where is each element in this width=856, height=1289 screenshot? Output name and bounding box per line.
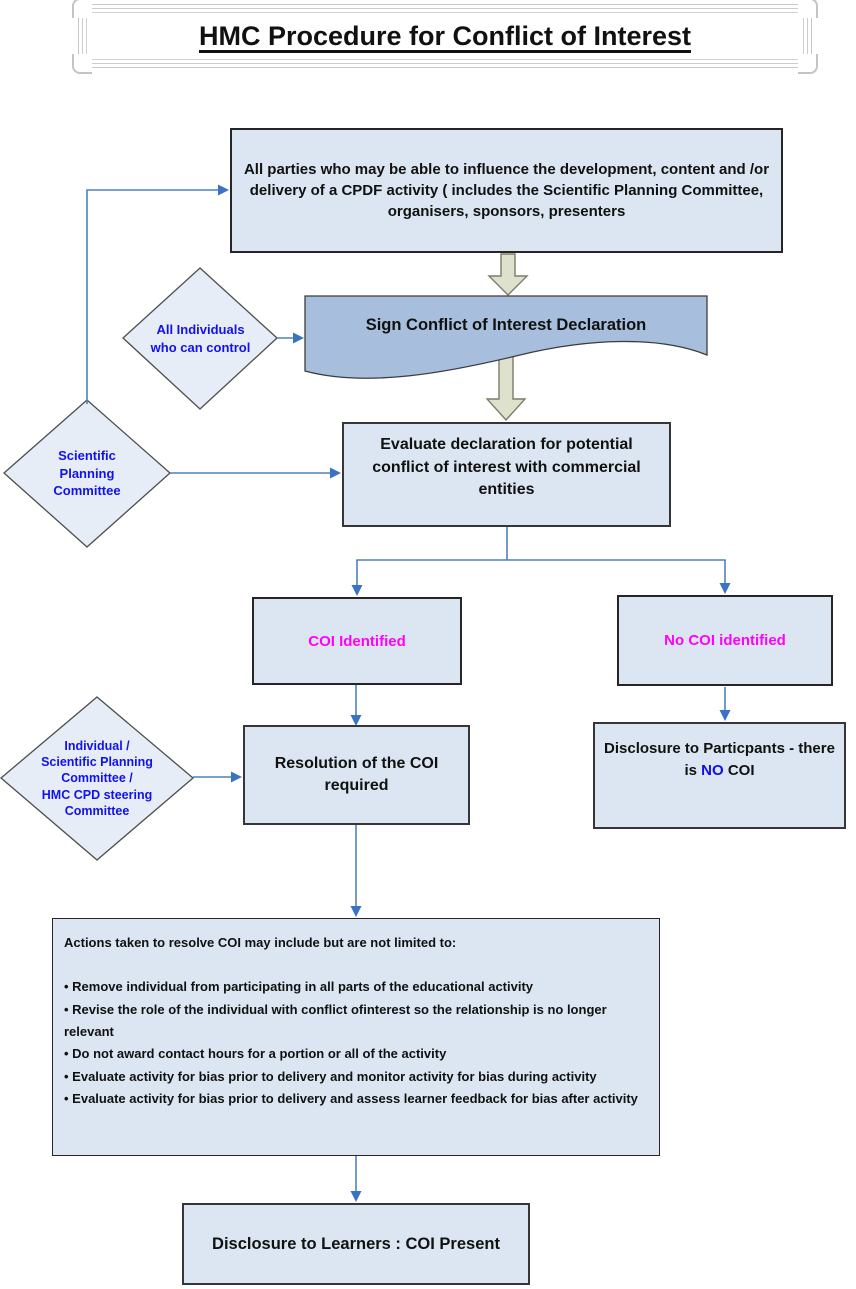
page-title: HMC Procedure for Conflict of Interest xyxy=(198,20,692,51)
actions-bullet: • Evaluate activity for bias prior to de… xyxy=(64,1068,597,1084)
arrowhead-into-actions xyxy=(350,906,362,917)
actions-bullet: • Evaluate activity for bias prior to de… xyxy=(64,1091,638,1107)
disclosure-text-part1: Disclosure to Particpants - there is xyxy=(604,740,835,779)
node-resolution-required: Resolution of the COI required xyxy=(243,725,470,825)
node-evaluate-label: Evaluate declaration for potential confl… xyxy=(372,436,641,499)
frame-corner-ornament xyxy=(798,54,818,74)
node-all-parties-label: All parties who may be able to influence… xyxy=(243,160,770,221)
node-disclosure-learners: Disclosure to Learners : COI Present xyxy=(182,1203,530,1285)
arrowhead-into-document xyxy=(293,332,304,344)
actions-intro: Actions taken to resolve COI may include… xyxy=(64,935,457,950)
arrowhead-into-all-parties xyxy=(218,184,229,196)
document-shape-sign-declaration xyxy=(304,295,708,379)
actions-bullet-list: • Remove individual from participating i… xyxy=(64,976,648,1110)
arrowhead-into-resolution-left xyxy=(231,771,242,783)
arrowhead-into-resolution xyxy=(350,715,362,726)
node-disclosure-learners-label: Disclosure to Learners : COI Present xyxy=(212,1234,500,1253)
arrowhead-into-disclosure xyxy=(719,710,731,721)
arrowhead-into-final xyxy=(350,1191,362,1202)
node-all-parties: All parties who may be able to influence… xyxy=(230,128,783,253)
node-coi-identified-label: COI Identified xyxy=(308,632,406,650)
title-plaque-inner-frame xyxy=(82,8,808,64)
node-actions-to-resolve: Actions taken to resolve COI may include… xyxy=(52,918,660,1156)
disclosure-text-part2: COI xyxy=(727,761,755,779)
diamond-individual-spc-hmc xyxy=(0,696,195,861)
connector-spc-to-all-parties xyxy=(86,189,219,404)
frame-corner-ornament xyxy=(798,0,818,18)
frame-corner-ornament xyxy=(72,54,92,74)
title-plaque-inner-frame-2 xyxy=(86,12,804,60)
actions-bullet: • Remove individual from participating i… xyxy=(64,979,534,995)
node-no-coi-identified: No COI identified xyxy=(617,595,833,686)
diamond-all-individuals xyxy=(122,267,278,410)
arrowhead-into-evaluate xyxy=(330,467,341,479)
node-no-coi-identified-label: No COI identified xyxy=(664,632,786,649)
actions-bullet: • Revise the role of the individual with… xyxy=(64,1001,607,1040)
node-evaluate-declaration: Evaluate declaration for potential confl… xyxy=(342,422,671,527)
node-disclosure-participants-label: Disclosure to Particpants - there is NO … xyxy=(601,738,838,782)
node-disclosure-participants: Disclosure to Particpants - there is NO … xyxy=(593,722,846,829)
arrowhead-into-coi xyxy=(351,585,363,596)
actions-bullet: • Do not award contact hours for a porti… xyxy=(64,1046,447,1062)
arrowhead-into-nocoi xyxy=(719,583,731,594)
disclosure-no-word: NO xyxy=(701,761,724,779)
node-coi-identified: COI Identified xyxy=(252,597,462,685)
frame-corner-ornament xyxy=(72,0,92,18)
node-resolution-label: Resolution of the COI required xyxy=(274,754,439,794)
title-plaque: HMC Procedure for Conflict of Interest xyxy=(72,0,818,74)
block-arrow-down-1 xyxy=(487,253,529,296)
diamond-scientific-planning-committee xyxy=(3,399,171,548)
